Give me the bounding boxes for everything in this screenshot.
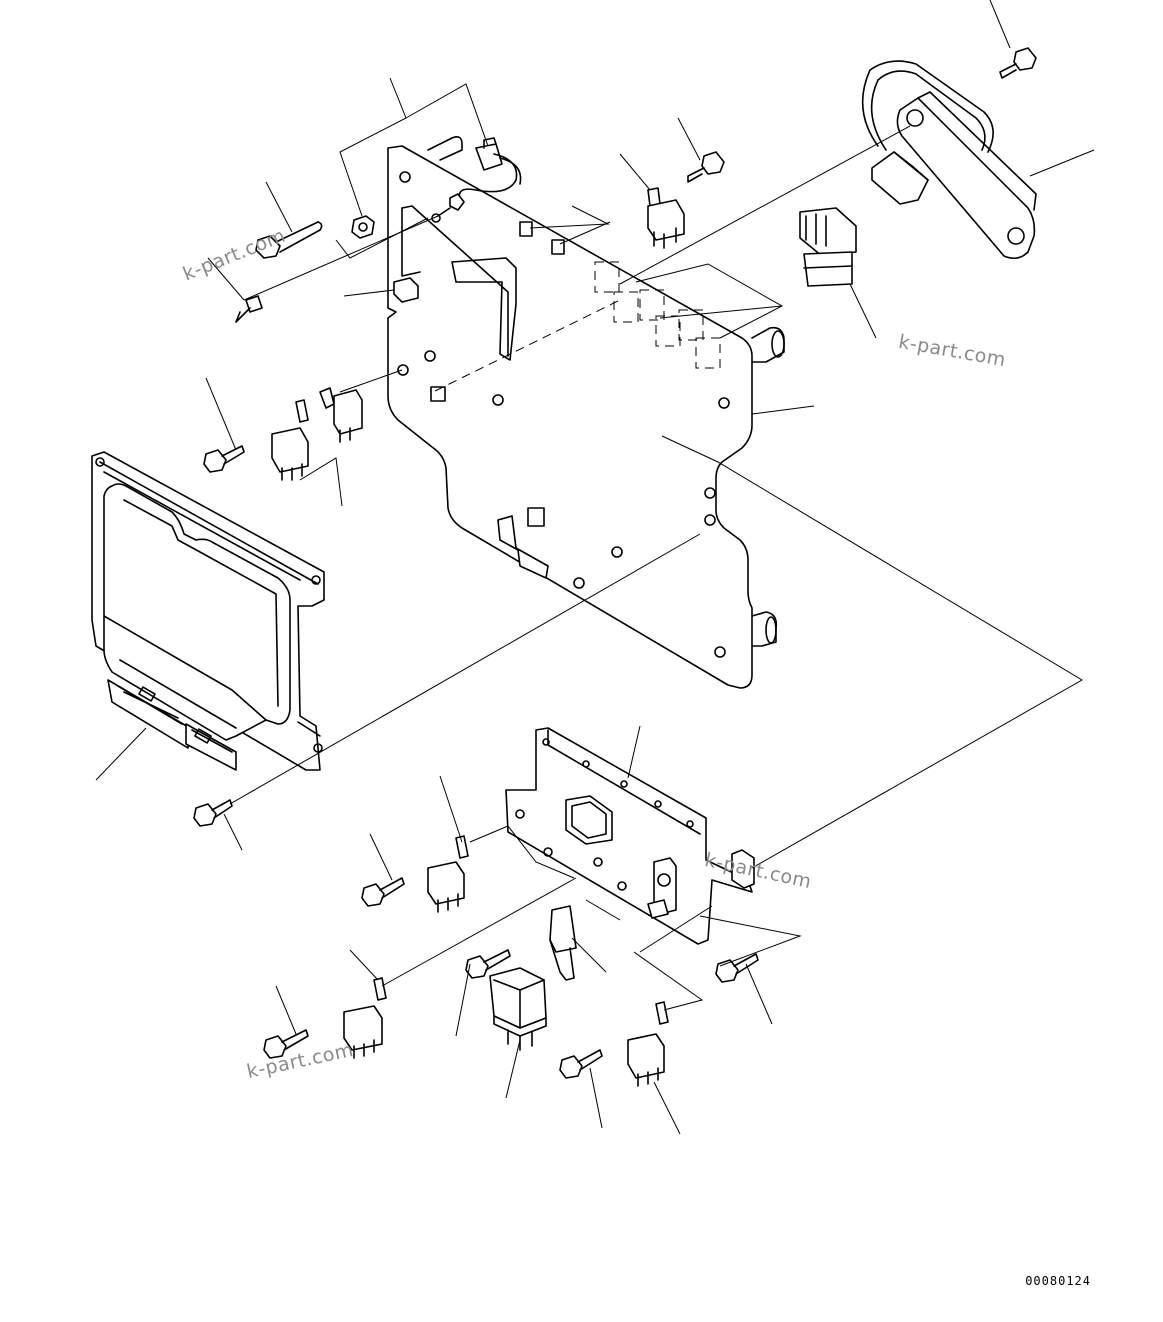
long-bolt [255,221,323,259]
drawing-number: 00080124 [1025,1274,1091,1288]
large-relay-bolt [465,949,511,979]
lower-relay-bracket [505,727,755,945]
rubber-block [393,277,419,303]
lower-bolt-3 [559,1049,603,1079]
left-relay-pair [271,387,363,481]
screw [235,295,263,323]
lower-relay-1 [427,835,469,913]
lower-bolt-1 [361,877,405,907]
cable-clamp [431,193,465,223]
harness-connector [799,207,857,287]
leader-lines [95,0,1095,1135]
controller-unit [91,451,325,771]
lower-bolt-2 [263,1029,309,1059]
lower-relay-2 [343,977,387,1059]
controller-bolt [193,799,233,827]
harness-bracket [861,60,1037,260]
lower-relay-3 [627,1001,669,1087]
upper-bolt [687,151,725,183]
left-mid-bolt [203,445,245,473]
toggle-switch [458,137,522,201]
relay-clip [549,905,577,981]
main-mounting-plate [387,136,785,689]
top-right-bolt [999,47,1037,79]
upper-relay [647,187,685,249]
large-relay [489,967,547,1051]
hex-nut [351,215,375,239]
